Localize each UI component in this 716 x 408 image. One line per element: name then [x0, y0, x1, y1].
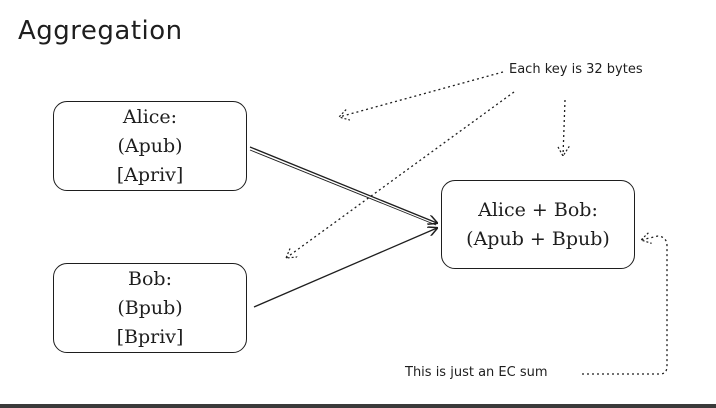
dotted-arrow-to-sum — [563, 99, 565, 156]
bob-pubkey: (Bpub) — [117, 296, 183, 319]
aggregate-pubkey: (Apub + Bpub) — [466, 227, 610, 250]
aggregate-label: Alice + Bob: — [478, 198, 598, 221]
aggregate-key-box: Alice + Bob: (Apub + Bpub) — [441, 180, 635, 269]
arrow-bob-to-sum — [253, 228, 437, 308]
dotted-arrow-to-alice — [339, 71, 504, 117]
bottom-divider — [0, 404, 716, 408]
bob-privkey: [Bpriv] — [116, 325, 184, 348]
key-size-note: Each key is 32 bytes — [509, 62, 643, 77]
alice-privkey: [Apriv] — [116, 163, 184, 186]
alice-pubkey: (Apub) — [117, 134, 183, 157]
bob-label: Bob: — [128, 267, 172, 290]
arrow-alice-to-sum — [249, 146, 437, 223]
bob-key-box: Bob: (Bpub) [Bpriv] — [53, 263, 247, 353]
ec-sum-note: This is just an EC sum — [405, 365, 548, 380]
diagram-title: Aggregation — [18, 16, 183, 46]
alice-key-box: Alice: (Apub) [Apriv] — [53, 101, 247, 191]
alice-label: Alice: — [122, 105, 178, 128]
